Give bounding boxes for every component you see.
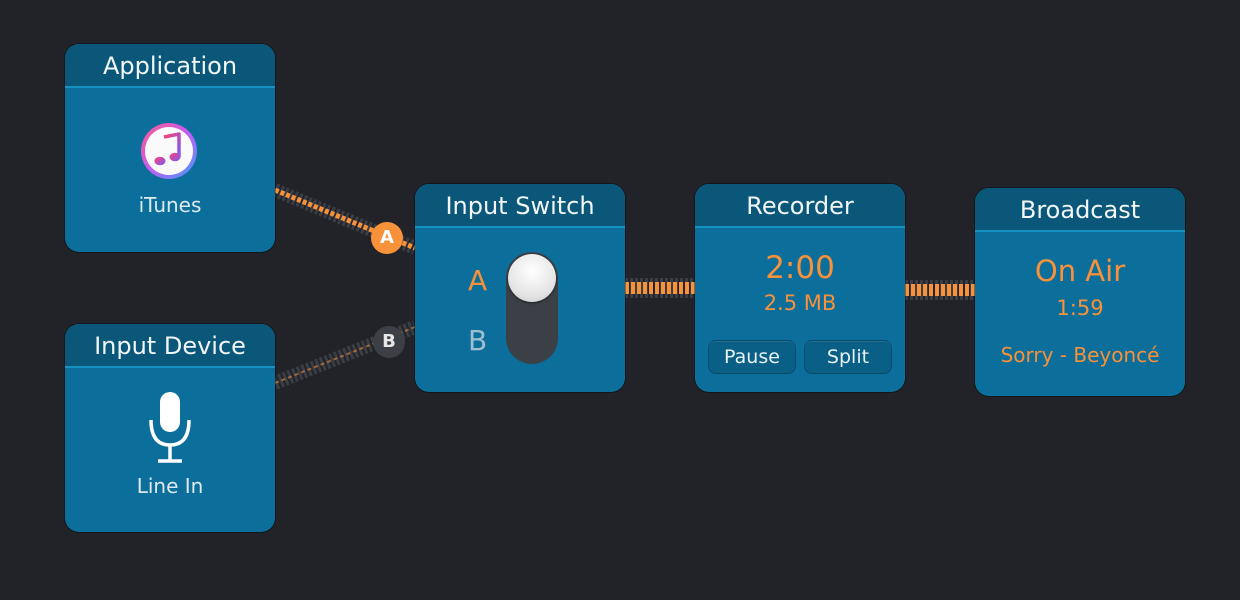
recording-size: 2.5 MB — [763, 291, 837, 315]
connection-badge-a: A — [371, 222, 403, 254]
application-node[interactable]: Application iTunes — [65, 44, 275, 252]
node-title: Input Device — [65, 324, 275, 368]
broadcast-node[interactable]: Broadcast On Air 1:59 Sorry - Beyoncé — [975, 188, 1185, 396]
connection-badge-b: B — [373, 326, 405, 358]
switch-label-b: B — [468, 324, 488, 357]
input-device-name: Line In — [136, 474, 204, 498]
node-title: Input Switch — [415, 184, 625, 228]
node-title: Broadcast — [975, 188, 1185, 232]
microphone-icon[interactable] — [145, 390, 195, 470]
broadcast-status: On Air — [1034, 254, 1126, 288]
recording-time: 2:00 — [765, 250, 835, 286]
itunes-icon[interactable] — [140, 122, 198, 180]
broadcast-time: 1:59 — [1056, 296, 1104, 320]
input-device-node[interactable]: Input Device Line In — [65, 324, 275, 532]
now-playing-track: Sorry - Beyoncé — [1000, 343, 1160, 367]
application-name: iTunes — [138, 193, 202, 217]
node-title: Application — [65, 44, 275, 88]
toggle-knob[interactable] — [508, 254, 556, 302]
input-switch-node[interactable]: Input Switch A B — [415, 184, 625, 392]
recorder-node[interactable]: Recorder 2:00 2.5 MB Pause Split — [695, 184, 905, 392]
input-toggle-switch[interactable] — [506, 252, 558, 364]
switch-label-a: A — [468, 264, 488, 297]
pause-button[interactable]: Pause — [708, 340, 796, 374]
split-button[interactable]: Split — [804, 340, 892, 374]
node-title: Recorder — [695, 184, 905, 228]
